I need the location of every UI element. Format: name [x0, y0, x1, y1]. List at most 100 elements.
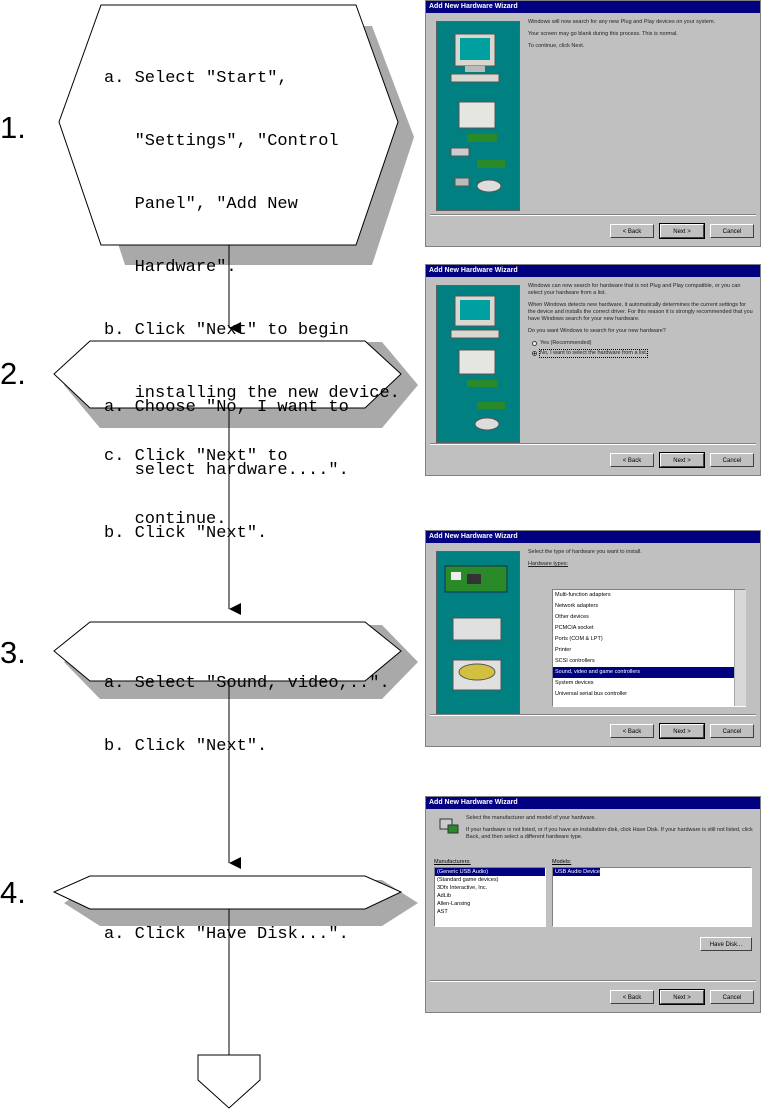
dialog-text: To continue, click Next.: [528, 43, 585, 49]
separator: [430, 443, 756, 445]
cancel-button[interactable]: Cancel: [710, 453, 754, 467]
instruction-line: a. Select "Sound, video,..".: [104, 674, 390, 693]
list-item[interactable]: SCSI controllers: [555, 658, 595, 664]
list-item[interactable]: Ports (COM & LPT): [555, 636, 603, 642]
radio-icon: [532, 341, 537, 346]
next-button[interactable]: Next >: [659, 223, 705, 239]
dialog-titlebar: Add New Hardware Wizard: [426, 265, 760, 277]
instruction-line: a. Click "Have Disk...".: [104, 925, 349, 944]
hardware-icon: [439, 818, 459, 834]
separator: [430, 214, 756, 216]
dialog-text: Your screen may go blank during this pro…: [528, 31, 678, 37]
radio-selected-icon: [532, 351, 537, 356]
step-number: 2.: [0, 356, 26, 391]
models-list[interactable]: USB Audio Device: [552, 867, 752, 927]
button-row: < Back Next > Cancel: [610, 723, 754, 739]
manufacturers-label: Manufacturers:: [434, 859, 471, 865]
wizard-dialog-2: Add New Hardware Wizard Windows can now …: [425, 264, 761, 476]
dialog-text: Windows can now search for hardware that…: [528, 283, 741, 296]
step1-box: [58, 4, 399, 246]
step3-box: [53, 621, 402, 682]
list-item[interactable]: AST: [437, 909, 448, 915]
separator: [430, 980, 756, 982]
dialog-body: Windows will now search for any new Plug…: [528, 19, 754, 55]
computer-icon: [450, 33, 505, 193]
instruction-line: select hardware....".: [104, 461, 349, 480]
instruction-line: Hardware".: [104, 258, 237, 277]
step2-instructions: a. Choose "No, I want to select hardware…: [104, 355, 349, 565]
hardware-types-list[interactable]: Multi-function adapters Network adapters…: [552, 589, 746, 707]
dialog-text: Select the type of hardware you want to …: [528, 549, 642, 555]
cancel-button[interactable]: Cancel: [710, 990, 754, 1004]
next-button[interactable]: Next >: [659, 723, 705, 739]
instruction-line: b. Click "Next" to begin: [104, 321, 349, 340]
back-button[interactable]: < Back: [610, 224, 654, 238]
list-label: Hardware types:: [528, 561, 569, 567]
dialog-text: Windows will now search for any new Plug…: [528, 19, 716, 25]
button-row: < Back Next > Cancel: [610, 223, 754, 239]
hardware-illustration: [436, 285, 520, 443]
cancel-button[interactable]: Cancel: [710, 724, 754, 738]
step3-instructions: a. Select "Sound, video,..". b. Click "N…: [104, 631, 390, 778]
back-button[interactable]: < Back: [610, 724, 654, 738]
instruction-line: a. Choose "No, I want to: [104, 398, 349, 417]
separator: [430, 714, 756, 716]
next-button[interactable]: Next >: [659, 452, 705, 468]
dialog-text: Do you want Windows to search for your n…: [528, 328, 666, 334]
dialog-titlebar: Add New Hardware Wizard: [426, 797, 760, 809]
back-button[interactable]: < Back: [610, 453, 654, 467]
step4-instructions: a. Click "Have Disk...".: [104, 882, 349, 966]
list-item-selected[interactable]: (Generic USB Audio): [435, 868, 545, 876]
list-item[interactable]: Multi-function adapters: [555, 592, 611, 598]
button-row: < Back Next > Cancel: [610, 989, 754, 1005]
radio-yes[interactable]: Yes (Recommended): [532, 340, 754, 347]
instruction-line: a. Select "Start",: [104, 69, 288, 88]
list-item-selected[interactable]: USB Audio Device: [553, 868, 600, 876]
wizard-dialog-3: Add New Hardware Wizard Select the type …: [425, 530, 761, 747]
list-item[interactable]: System devices: [555, 680, 594, 686]
hardware-illustration: [436, 21, 520, 211]
list-item[interactable]: Network adapters: [555, 603, 599, 609]
models-label: Models:: [552, 859, 572, 865]
wizard-dialog-1: Add New Hardware Wizard Windows will now…: [425, 0, 761, 247]
list-item[interactable]: (Standard game devices): [437, 877, 499, 883]
instruction-line: installing the new device.: [104, 384, 400, 403]
instruction-line: c. Click "Next" to: [104, 447, 288, 466]
instruction-line: b. Click "Next".: [104, 737, 268, 756]
list-item-selected[interactable]: Sound, video and game controllers: [553, 667, 745, 678]
instruction-line: Panel", "Add New: [104, 195, 298, 214]
instruction-line: continue.: [104, 510, 227, 529]
instruction-line: "Settings", "Control: [104, 132, 339, 151]
step1-instructions: a. Select "Start", "Settings", "Control …: [104, 26, 400, 551]
radio-no[interactable]: No, I want to select the hardware from a…: [532, 349, 754, 358]
step2-box: [53, 340, 402, 409]
list-item[interactable]: PCMCIA socket: [555, 625, 594, 631]
hardware-cards-icon: [444, 565, 508, 691]
list-item[interactable]: AdLib: [437, 893, 452, 899]
list-item[interactable]: 3Dfx Interactive, Inc.: [437, 885, 488, 891]
list-item[interactable]: Allen-Lansing: [437, 901, 471, 907]
button-row: < Back Next > Cancel: [610, 452, 754, 468]
next-button[interactable]: Next >: [659, 989, 705, 1005]
cancel-button[interactable]: Cancel: [710, 224, 754, 238]
list-item[interactable]: Printer: [555, 647, 572, 653]
dialog-titlebar: Add New Hardware Wizard: [426, 531, 760, 543]
dialog-body: Select the type of hardware you want to …: [528, 549, 754, 570]
manufacturers-list[interactable]: (Generic USB Audio) (Standard game devic…: [434, 867, 546, 927]
step4-box: [52, 875, 403, 910]
list-scrollbar[interactable]: [734, 590, 746, 706]
list-item[interactable]: Universal serial bus controller: [555, 691, 628, 697]
back-button[interactable]: < Back: [610, 990, 654, 1004]
list-item[interactable]: Other devices: [555, 614, 589, 620]
step-number: 4.: [0, 875, 26, 910]
step-number: 3.: [0, 635, 26, 670]
dialog-text: If your hardware is not listed, or if yo…: [466, 827, 753, 840]
have-disk-button[interactable]: Have Disk...: [700, 937, 752, 951]
wizard-dialog-4: Add New Hardware Wizard Select the manuf…: [425, 796, 761, 1013]
dialog-body: Select the manufacturer and model of you…: [466, 815, 754, 846]
dialog-body: Windows can now search for hardware that…: [528, 283, 754, 358]
radio-label: No, I want to select the hardware from a…: [538, 349, 649, 358]
dialog-text: Select the manufacturer and model of you…: [466, 815, 596, 821]
computer-icon: [450, 295, 505, 431]
